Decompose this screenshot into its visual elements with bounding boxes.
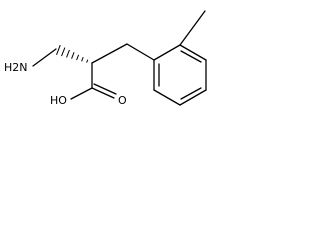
hash-line <box>61 47 66 57</box>
bond-c-o-double-a <box>91 87 115 99</box>
hydroxyl-label: HO <box>50 94 67 107</box>
hash-line <box>66 49 70 58</box>
stereo-hash-bond <box>56 44 89 63</box>
molecule-structure: H2N HO O <box>4 10 207 107</box>
carbonyl-oxygen-label: O <box>118 94 127 107</box>
hash-line <box>81 57 84 62</box>
hash-line <box>86 59 89 63</box>
amine-label: H2N <box>4 61 28 74</box>
benzene-ring <box>153 44 207 106</box>
hash-line <box>71 52 75 59</box>
structure-canvas: H2N HO O <box>0 0 234 131</box>
bond-n-ch2 <box>32 48 57 67</box>
bond-c-oh <box>70 87 93 100</box>
bond-alpha-benzyl <box>91 43 128 64</box>
bond-c-o-double-b <box>93 83 117 95</box>
hash-line <box>56 44 61 55</box>
hash-line <box>76 54 80 61</box>
bond-ring-methyl <box>179 10 206 46</box>
bond-benzyl-ring <box>126 43 155 61</box>
